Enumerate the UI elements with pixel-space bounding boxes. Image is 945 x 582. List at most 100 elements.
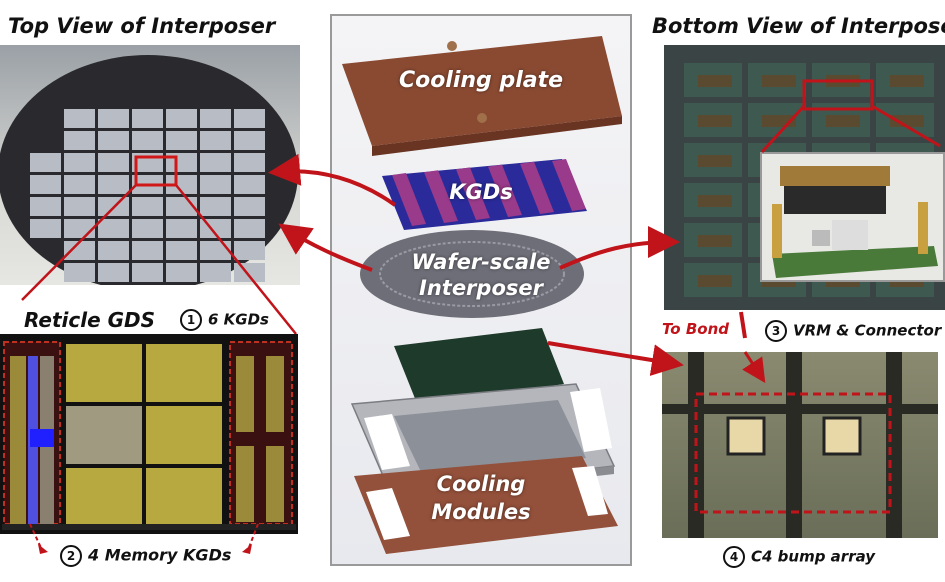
arrow-interposer-to-bottom-view — [559, 226, 680, 270]
wafer-die — [30, 219, 61, 238]
wafer-die — [64, 263, 95, 282]
wafer-die — [132, 109, 163, 128]
wafer-die — [98, 153, 129, 172]
wafer-die — [200, 197, 231, 216]
wafer-die — [132, 241, 163, 260]
connector-slot — [698, 275, 732, 287]
wafer-die — [30, 197, 61, 216]
stack-illustration — [342, 36, 622, 554]
callout-number: 2 — [60, 545, 82, 567]
callout-4-memory-kgds: 2 4 Memory KGDs — [60, 545, 231, 567]
callout-text: VRM & Connector — [793, 321, 942, 340]
gds-kgd-die — [146, 406, 222, 464]
wafer-die — [30, 175, 61, 194]
gds-kgd-die — [66, 468, 142, 526]
connector-highlight-box — [802, 79, 874, 111]
connector-slot — [826, 115, 860, 127]
connector-slot — [890, 115, 924, 127]
callout-text: 4 Memory KGDs — [88, 545, 232, 565]
callout-text: 6 KGDs — [208, 310, 269, 329]
cooling-plate-shape — [342, 36, 622, 146]
wafer-die — [98, 131, 129, 150]
kgd-stripe — [456, 167, 490, 220]
c4-illustration — [662, 352, 938, 538]
wafer-die — [132, 219, 163, 238]
interposer-label-line1: Wafer-scale — [411, 250, 551, 274]
wafer-die — [64, 131, 95, 150]
gds-kgd-dies — [66, 344, 222, 526]
kgd-stripe — [424, 170, 458, 223]
wafer-die — [200, 131, 231, 150]
pcb-module — [394, 328, 564, 406]
reticle-gds-layout — [0, 334, 298, 534]
connector-slot — [698, 155, 732, 167]
kgd-stripe — [392, 173, 426, 226]
connector-slot — [698, 115, 732, 127]
reticle-highlight-box — [134, 155, 178, 187]
wafer-die — [234, 175, 265, 194]
wafer-die — [200, 241, 231, 260]
wafer-die — [200, 109, 231, 128]
wafer-die — [200, 263, 231, 282]
callout-number: 4 — [723, 546, 745, 568]
wafer-die — [64, 109, 95, 128]
to-bond-stroke — [739, 311, 747, 339]
wafer-die — [234, 241, 265, 260]
kgds-tile — [382, 159, 587, 230]
wafer-die — [234, 109, 265, 128]
exploded-stack-panel: Cooling plate KGDs Wafer-scale Interpose… — [330, 14, 632, 566]
vrm-illustration — [772, 166, 938, 278]
arrow-kgds-to-top-view — [268, 153, 397, 207]
wafer-die — [64, 241, 95, 260]
to-bond-label: To Bond — [662, 320, 729, 338]
zoom-lines — [21, 184, 297, 335]
wafer-die — [64, 197, 95, 216]
arrow-pcb-to-c4 — [547, 341, 684, 376]
to-bond-arrow — [742, 351, 766, 384]
wafer-die — [166, 263, 197, 282]
wafer-die — [98, 219, 129, 238]
gds-kgd-die — [66, 344, 142, 402]
bottom-view-title: Bottom View of Interposer — [652, 14, 945, 38]
wafer-die — [234, 153, 265, 172]
gds-kgd-die — [66, 406, 142, 464]
wafer-die — [132, 131, 163, 150]
memory-kgd-arrows — [29, 523, 259, 554]
wafer-die — [234, 131, 265, 150]
wafer-die — [166, 109, 197, 128]
gds-illustration — [2, 341, 296, 530]
kgd-stripe — [520, 161, 554, 214]
interposer-label-line2: Interposer — [419, 276, 543, 300]
wafer-die — [64, 175, 95, 194]
wafer-die — [166, 219, 197, 238]
wafer-die — [132, 197, 163, 216]
wafer-die — [98, 109, 129, 128]
cooling-plate-label: Cooling plate — [398, 68, 564, 93]
kgd-stripe — [552, 159, 586, 211]
callout-6-kgds: 1 6 KGDs — [180, 309, 269, 331]
callout-number: 1 — [180, 309, 202, 331]
cooling-modules-label-line2: Modules — [431, 500, 531, 524]
cooling-modules-shape — [354, 456, 618, 554]
c4-bump-photo — [662, 352, 938, 538]
wafer-die — [98, 241, 129, 260]
gds-kgd-die — [146, 344, 222, 402]
gds-kgd-die — [146, 468, 222, 526]
wafer-die — [98, 263, 129, 282]
connector-slot — [698, 235, 732, 247]
wafer-die — [64, 153, 95, 172]
wafer-die — [200, 175, 231, 194]
wafer-die — [234, 219, 265, 238]
arrow-interposer-to-top-view — [278, 223, 373, 272]
cooling-modules-label-line1: Cooling — [436, 472, 526, 496]
connector-slot — [762, 75, 796, 87]
kgds-label: KGDs — [449, 180, 513, 204]
bump-array-highlight — [694, 392, 892, 514]
connector-slot — [698, 75, 732, 87]
wafer-die — [98, 175, 129, 194]
wafer-die — [200, 153, 231, 172]
wafer-die — [132, 263, 163, 282]
connector-slot — [698, 195, 732, 207]
